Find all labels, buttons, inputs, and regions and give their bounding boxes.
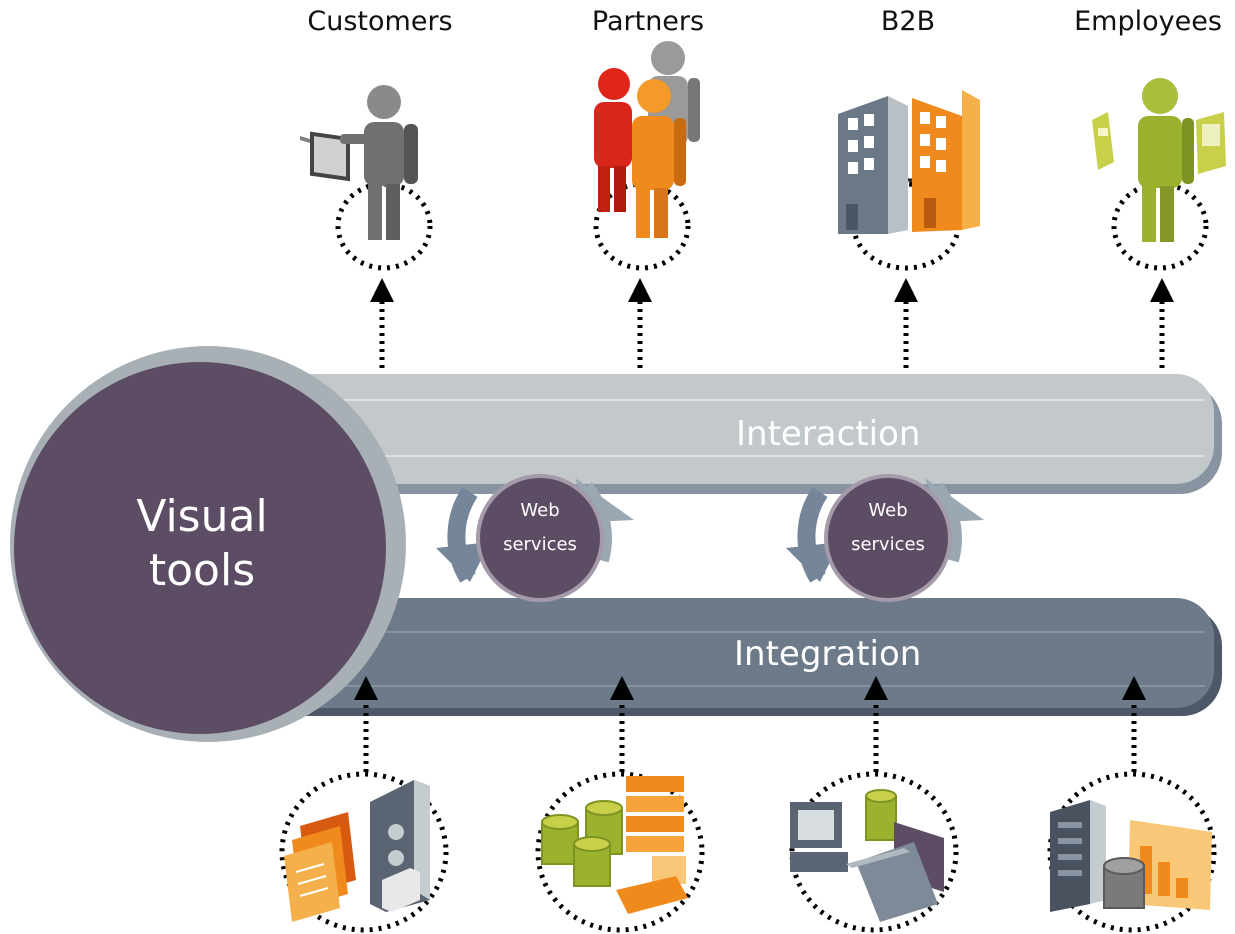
hub-label-line2: tools [148,545,256,596]
computer-database-folder-icon [790,789,944,922]
interaction-arrows [379,302,1165,368]
hub-label-line1: Visual [136,491,268,542]
interaction-band [262,374,1222,494]
audience-rings [335,181,1209,271]
b2b-buildings-icon [838,90,980,234]
partners-group-icon [594,41,700,238]
hub-circle [10,346,406,742]
integration-label: Integration [734,634,922,674]
web-services-label-2-line1: Web [868,500,908,521]
source-rings [279,771,1217,933]
integration-arrowheads [354,676,1146,700]
audience-label-b2b: B2B [880,6,936,37]
web-services-label-1: Web services [485,494,595,562]
web-services-label-2-line2: services [851,534,925,555]
audience-label-partners: Partners [591,6,705,37]
customer-laptop-icon [300,85,418,240]
web-services-node-2 [786,474,984,602]
audience-label-customers: Customers [307,6,453,37]
server-database-chart-icon [1050,800,1212,912]
web-services-label-2: Web services [833,494,943,562]
documents-server-icon [284,780,430,922]
hub-label: Visual tools [102,490,302,598]
web-services-label-1-line2: services [503,534,577,555]
audience-label-employees: Employees [1074,6,1222,37]
interaction-arrowheads [370,278,1174,302]
integration-band [262,598,1222,716]
employee-devices-icon [1092,78,1226,242]
web-services-node-1 [436,474,634,602]
web-services-label-1-line1: Web [520,500,560,521]
databases-servers-icon [541,776,688,914]
interaction-label: Interaction [736,414,921,454]
